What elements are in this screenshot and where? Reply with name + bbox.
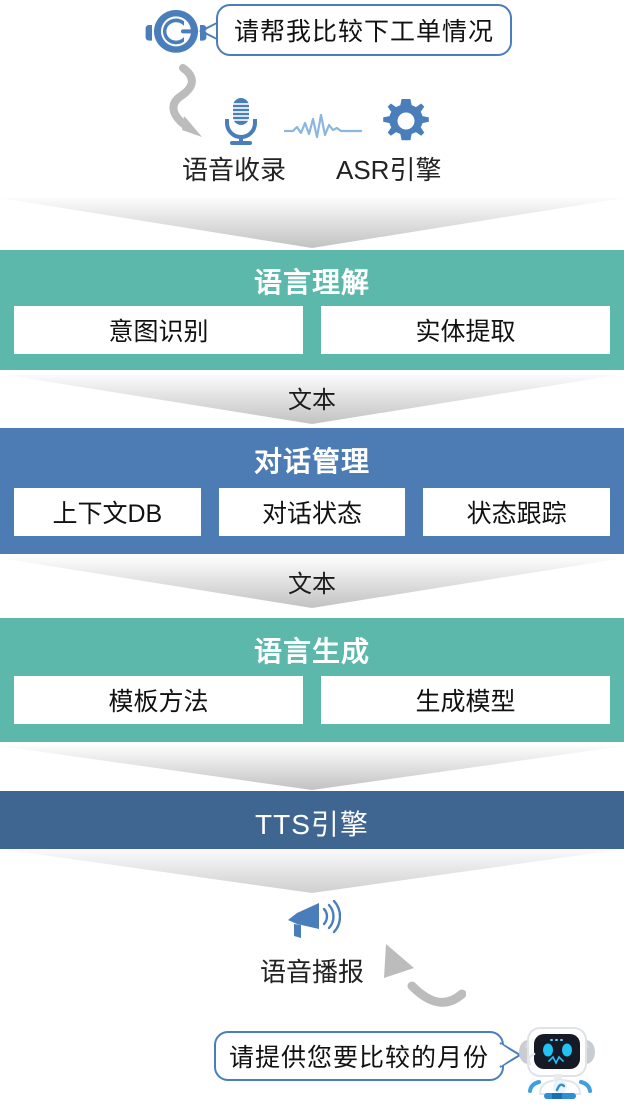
stage-3-title: 语言生成 [253, 636, 370, 667]
connector-arrow-3: 文本 [0, 558, 624, 608]
stage-item-template-method[interactable]: 模板方法 [14, 676, 303, 724]
bot-speech-bubble: 请提供您要比较的月份 [214, 1031, 504, 1081]
stage-1-title: 语言理解 [253, 267, 370, 298]
stage-3-items: 模板方法 生成模型 [14, 676, 610, 724]
user-utterance-text: 请帮我比较下工单情况 [233, 18, 494, 46]
curved-arrow-up-icon [360, 938, 467, 1022]
asr-engine-label: ASR引擎 [336, 155, 442, 185]
stage-1-items: 意图识别 实体提取 [14, 306, 610, 354]
connector-arrow-2-label: 文本 [288, 387, 336, 414]
stage-item-context-db[interactable]: 上下文DB [14, 488, 201, 536]
stage-item-entity-extraction[interactable]: 实体提取 [321, 306, 610, 354]
connector-arrow-2: 文本 [0, 374, 624, 424]
gear-icon [382, 97, 430, 145]
bot-utterance-text: 请提供您要比较的月份 [228, 1044, 489, 1072]
microphone-icon [222, 97, 260, 145]
capture-icon-row: 语音收录 ASR引擎 [0, 95, 624, 195]
megaphone-icon [285, 899, 342, 942]
audio-waveform-icon [283, 113, 363, 141]
tts-engine-title: TTS引擎 [255, 809, 369, 840]
stage-2-items: 上下文DB 对话状态 状态跟踪 [14, 488, 611, 536]
connector-arrow-3-label: 文本 [288, 571, 336, 598]
stage-item-dialogue-state[interactable]: 对话状态 [218, 488, 406, 536]
headset-icon [143, 6, 209, 58]
stage-dialogue-management: 对话管理 上下文DB 对话状态 状态跟踪 [0, 428, 624, 554]
stage-item-intent-recognition[interactable]: 意图识别 [14, 306, 303, 354]
stage-language-understanding: 语言理解 意图识别 实体提取 [0, 250, 624, 370]
voice-capture-label: 语音收录 [182, 155, 287, 185]
user-speech-bubble: 请帮我比较下工单情况 [216, 4, 512, 56]
connector-arrow-4 [0, 746, 624, 790]
connector-arrow-5 [0, 849, 624, 893]
stage-item-state-tracking[interactable]: 状态跟踪 [423, 488, 611, 536]
stage-2-title: 对话管理 [253, 446, 370, 477]
stage-tts-engine: TTS引擎 [0, 791, 624, 849]
curved-arrow-down-icon [155, 62, 247, 150]
voice-broadcast-label: 语音播报 [259, 957, 364, 987]
connector-arrow-1 [0, 198, 624, 248]
stage-language-generation: 语言生成 模板方法 生成模型 [0, 618, 624, 742]
stage-item-generative-model[interactable]: 生成模型 [321, 676, 610, 724]
robot-avatar-icon [506, 1016, 614, 1101]
